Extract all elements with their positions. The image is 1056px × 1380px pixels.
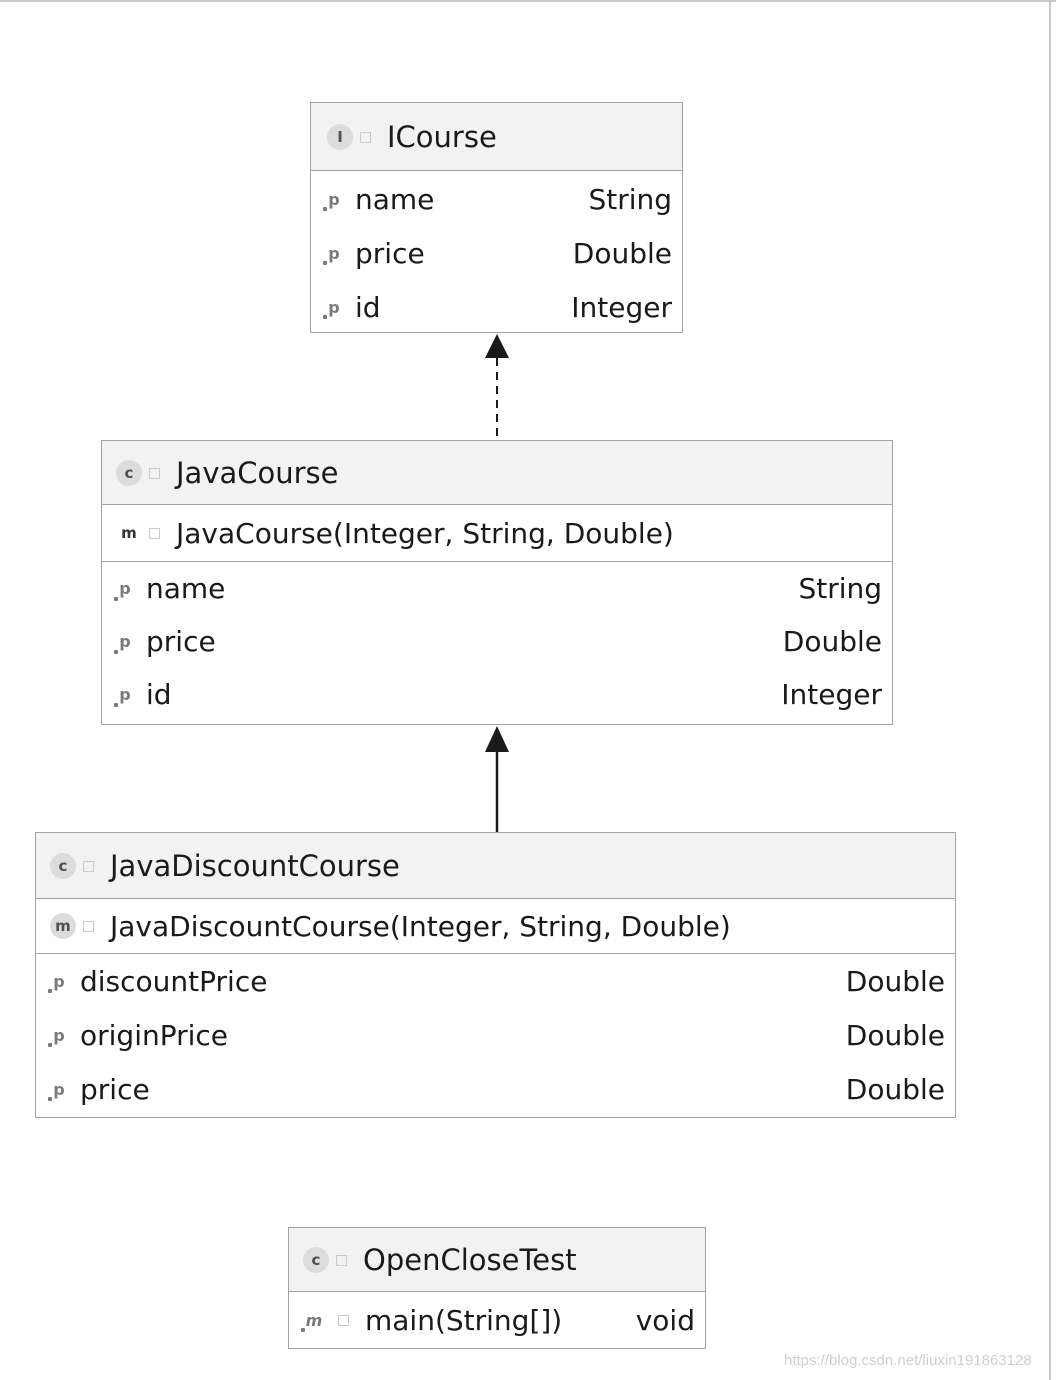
field-name: discountPrice xyxy=(80,964,268,998)
visibility-icon: □ xyxy=(337,1312,351,1328)
class-name: ICourse xyxy=(387,119,497,154)
field-type: Double xyxy=(845,964,945,998)
field-row[interactable]: p name String xyxy=(311,172,682,226)
class-javacourse[interactable]: c □ JavaCourse m □ JavaCourse(Integer, S… xyxy=(101,440,893,725)
field-name: price xyxy=(355,236,425,270)
class-javadiscountcourse[interactable]: c □ JavaDiscountCourse m □ JavaDiscountC… xyxy=(35,832,956,1118)
field-row[interactable]: p price Double xyxy=(311,226,682,280)
visibility-icon: □ xyxy=(148,525,162,541)
interface-icourse[interactable]: I □ ICourse p name String p price Double… xyxy=(310,102,683,333)
field-row[interactable]: p id Integer xyxy=(102,668,892,721)
inheritance-arrow xyxy=(485,726,509,832)
field-row[interactable]: p price Double xyxy=(36,1062,955,1116)
field-row[interactable]: p name String xyxy=(102,562,892,615)
constructor-row[interactable]: m □ JavaDiscountCourse(Integer, String, … xyxy=(36,899,955,954)
field-name: price xyxy=(146,625,216,658)
field-name: id xyxy=(355,290,381,324)
class-header: I □ ICourse xyxy=(311,103,682,171)
field-row[interactable]: p id Integer xyxy=(311,280,682,334)
right-border-line xyxy=(1049,0,1051,1380)
class-name: JavaCourse xyxy=(176,455,339,490)
class-header: c □ JavaDiscountCourse xyxy=(36,833,955,899)
property-icon: p xyxy=(48,1022,70,1048)
field-type: Double xyxy=(782,625,882,658)
class-header: c □ OpenCloseTest xyxy=(289,1228,705,1292)
property-icon: p xyxy=(114,576,136,602)
field-type: String xyxy=(588,182,672,216)
property-icon: p xyxy=(48,1076,70,1102)
field-row[interactable]: p price Double xyxy=(102,615,892,668)
visibility-icon: □ xyxy=(359,128,373,145)
visibility-icon: □ xyxy=(82,857,96,874)
field-type: Double xyxy=(572,236,672,270)
method-icon: m xyxy=(116,520,142,546)
field-type: String xyxy=(798,572,882,605)
field-name: price xyxy=(80,1072,150,1106)
class-icon: c xyxy=(50,852,76,879)
field-name: originPrice xyxy=(80,1018,229,1052)
property-icon: p xyxy=(114,682,136,708)
top-border-line xyxy=(0,0,1056,2)
class-name: OpenCloseTest xyxy=(363,1242,577,1277)
class-name: JavaDiscountCourse xyxy=(110,848,400,883)
property-icon: p xyxy=(323,240,345,266)
visibility-icon: □ xyxy=(82,918,96,934)
method-return-type: void xyxy=(635,1303,695,1337)
class-openclosetest[interactable]: c □ OpenCloseTest m □ main(String[]) voi… xyxy=(288,1227,706,1349)
visibility-icon: □ xyxy=(335,1251,349,1268)
class-header: c □ JavaCourse xyxy=(102,441,892,505)
watermark-text: https://blog.csdn.net/liuxin191863128 xyxy=(784,1352,1032,1369)
field-name: name xyxy=(355,182,435,216)
field-type: Integer xyxy=(571,290,672,324)
class-icon: c xyxy=(116,459,142,486)
field-name: id xyxy=(146,678,172,711)
method-signature: main(String[]) xyxy=(365,1303,563,1337)
method-row[interactable]: m □ main(String[]) void xyxy=(289,1292,705,1348)
interface-icon: I xyxy=(327,123,353,150)
field-row[interactable]: p discountPrice Double xyxy=(36,954,955,1008)
method-icon: m xyxy=(301,1307,327,1333)
field-type: Integer xyxy=(781,678,882,711)
realization-arrow xyxy=(485,334,509,440)
method-icon: m xyxy=(50,913,76,939)
field-type: Double xyxy=(845,1018,945,1052)
constructor-signature: JavaCourse(Integer, String, Double) xyxy=(176,516,674,550)
runnable-class-icon: c xyxy=(303,1246,329,1273)
property-icon: p xyxy=(114,629,136,655)
field-name: name xyxy=(146,572,226,605)
property-icon: p xyxy=(48,968,70,994)
field-type: Double xyxy=(845,1072,945,1106)
field-row[interactable]: p originPrice Double xyxy=(36,1008,955,1062)
property-icon: p xyxy=(323,294,345,320)
visibility-icon: □ xyxy=(148,464,162,481)
property-icon: p xyxy=(323,186,345,212)
constructor-row[interactable]: m □ JavaCourse(Integer, String, Double) xyxy=(102,505,892,562)
constructor-signature: JavaDiscountCourse(Integer, String, Doub… xyxy=(110,909,731,943)
